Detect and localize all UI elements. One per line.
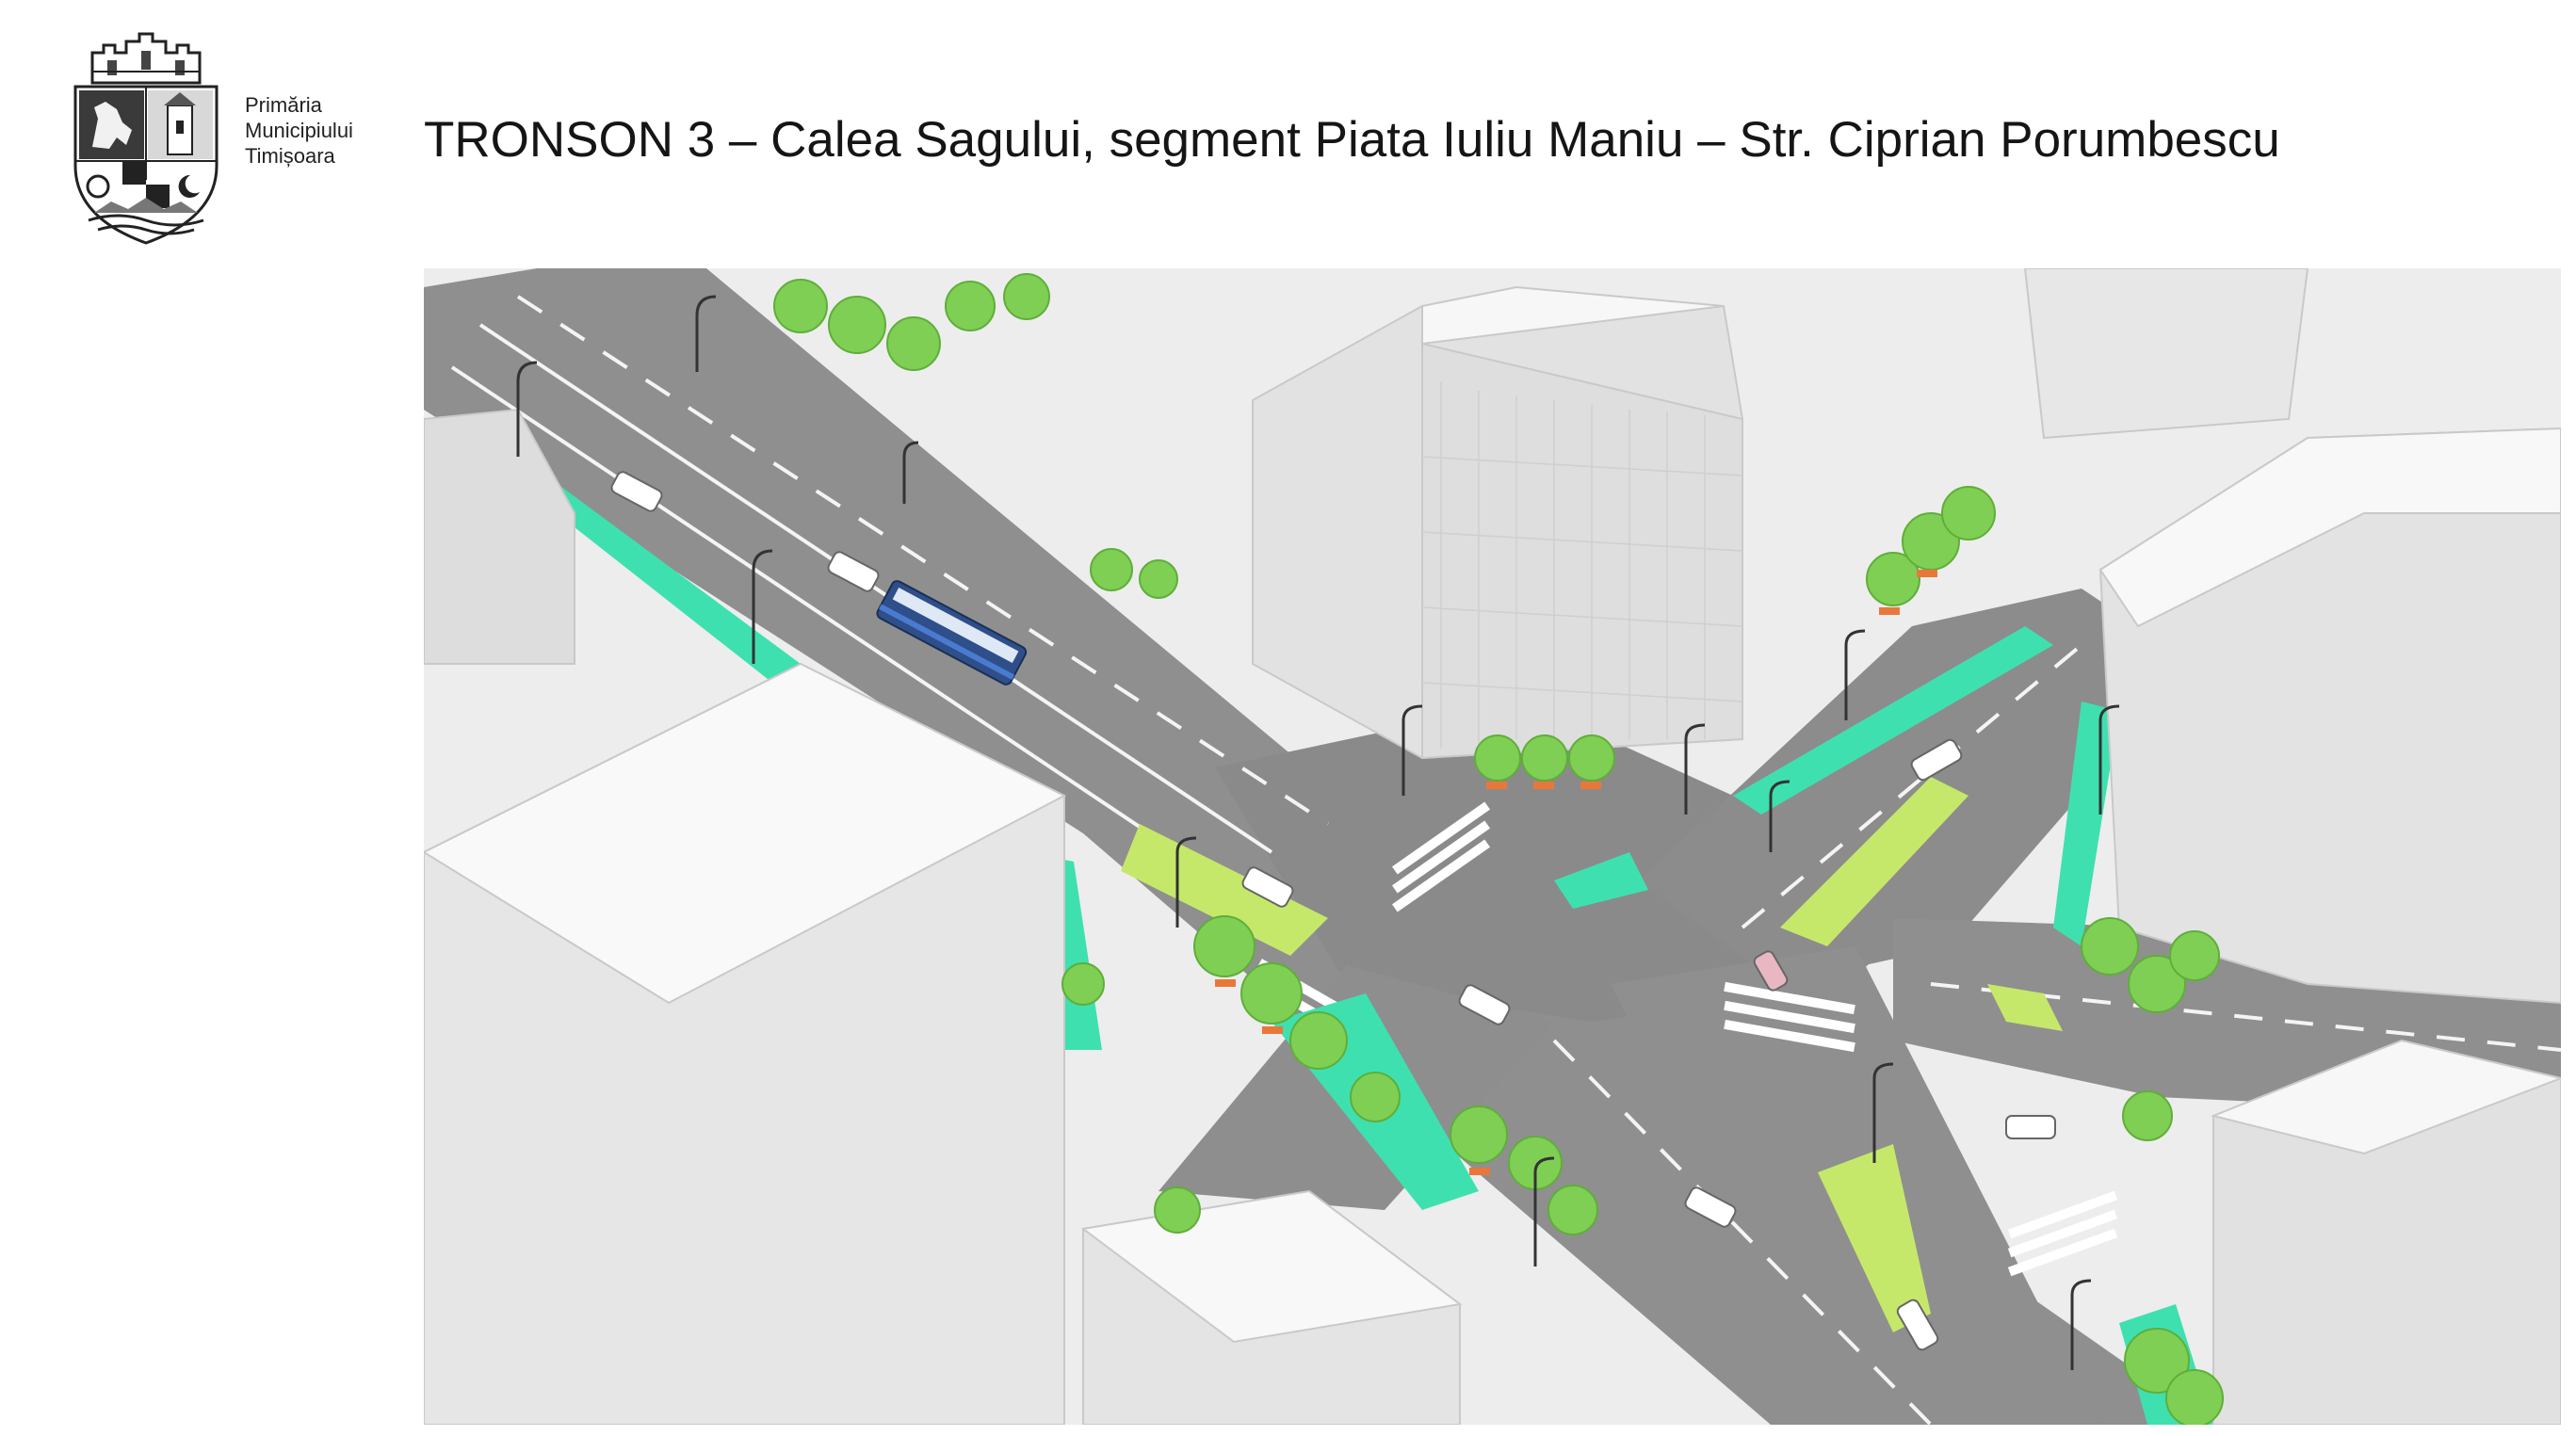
org-line-2: Municipiului <box>245 119 353 142</box>
coat-of-arms-icon <box>73 32 219 245</box>
organization-name: Primăria Municipiului Timișoara <box>245 92 353 169</box>
org-line-3: Timișoara <box>245 144 335 168</box>
org-line-1: Primăria <box>245 93 322 117</box>
logo-area: Primăria Municipiului Timișoara <box>66 24 386 260</box>
intersection-render <box>424 268 2561 1425</box>
slide-title: TRONSON 3 – Calea Sagului, segment Piata… <box>424 112 2280 168</box>
intersection-render-illustration <box>424 268 2561 1425</box>
